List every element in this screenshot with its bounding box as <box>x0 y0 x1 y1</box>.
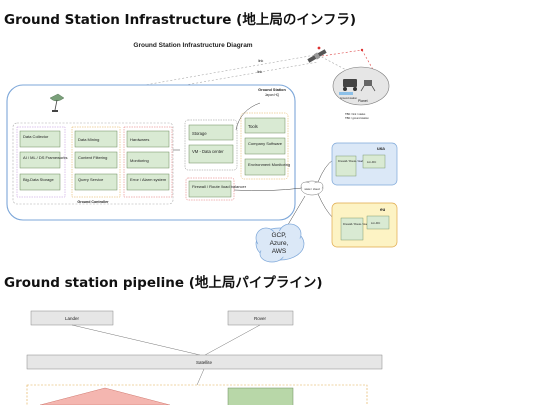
storage-box <box>188 124 234 141</box>
company-software-box <box>244 137 286 155</box>
usa-label: usa <box>377 146 385 151</box>
controller-col3-group <box>123 126 173 198</box>
tools-box <box>244 117 286 134</box>
connector-lines <box>173 102 261 151</box>
rover-to-sat-line <box>204 324 261 356</box>
lander-icon <box>360 80 376 92</box>
sat-link-label-2: link <box>257 70 263 74</box>
rover-node <box>227 310 294 326</box>
sat-down-line <box>196 368 205 386</box>
net-to-cloud-line <box>285 195 306 229</box>
company-software-label: Company Software <box>248 141 283 146</box>
big-data-box <box>19 173 61 191</box>
tools-label: Tools <box>248 124 258 129</box>
satellite-icon <box>307 49 327 63</box>
pipeline-green-block <box>227 387 294 405</box>
internet-label: www / cloud <box>304 187 320 191</box>
eu-firewall-box <box>340 217 364 241</box>
rover-icon <box>343 79 357 91</box>
satellite-label: Satellite <box>196 360 213 365</box>
internet-cloud-icon <box>300 180 324 196</box>
query-service-label: Query Service <box>78 177 104 182</box>
planet-label-ground: Ground station <box>340 96 358 100</box>
relay-icon <box>317 46 364 52</box>
error-alarm-box <box>126 173 170 191</box>
usa-dc-box <box>362 154 386 169</box>
ground-station-label: Ground Station <box>258 88 286 92</box>
monitoring-label: Monitoring <box>130 158 149 163</box>
content-filter-box <box>74 151 118 169</box>
controller-col3: Hardwares Monitoring Error / Alarm syste… <box>126 130 170 191</box>
query-service-box <box>74 173 118 191</box>
eu-dc-label: Lin-DC <box>371 221 381 225</box>
firewall-group <box>185 177 235 201</box>
eu-label: eu <box>380 207 386 212</box>
ground-station-tag <box>339 92 353 95</box>
public-cloud-icon <box>255 223 305 263</box>
env-monitoring-box <box>244 158 286 176</box>
net-to-eu-line <box>317 193 334 219</box>
ai-ml-label: AI / ML / DS Frameworks <box>23 155 68 160</box>
satellite-node <box>26 354 383 370</box>
lander-label: Lander <box>65 316 80 321</box>
usa-firewall-box <box>335 155 357 177</box>
sat-link-line-3 <box>317 54 351 73</box>
data-collector-box <box>19 130 61 148</box>
data-mining-label: Data Mining <box>78 137 99 142</box>
firewall-box <box>188 180 232 198</box>
firewall-label: Firewall / Route /load balancer <box>192 184 247 189</box>
datacenter-group <box>184 119 238 171</box>
error-alarm-label: Error / Alarm system <box>130 177 167 182</box>
tools-group <box>240 112 289 180</box>
usa-firewall-label: Firewall / Route / load balancer <box>338 159 374 163</box>
vm-box <box>188 144 234 164</box>
eu-dc-box <box>366 215 390 230</box>
cloud-label-azure: Azure, <box>270 240 289 247</box>
usa-dc-label: Lin-DC <box>367 160 377 164</box>
controller-col1: Data Collector AI / ML / DS Frameworks B… <box>19 130 68 191</box>
env-monitoring-label: Environment Monitoring <box>248 162 290 167</box>
cloud-label-gcp: GCP, <box>271 232 286 239</box>
ai-ml-box <box>19 151 61 169</box>
eu-firewall-label: Firewall / Route / load balancer <box>343 222 379 226</box>
infrastructure-heading: Ground Station Infrastructure (地上局のインフラ) <box>4 12 357 28</box>
big-data-label: Big-Data Storage <box>23 177 54 182</box>
legend-line-1: TBD / link / status <box>345 112 366 116</box>
lander-to-sat-line <box>71 324 201 356</box>
pipeline-heading: Ground station pipeline (地上局パイプライン) <box>4 275 323 291</box>
monitoring-box <box>126 151 170 169</box>
rover-label: Rover <box>254 316 267 321</box>
planet-circle <box>332 66 390 106</box>
sat-link-label-1: link <box>258 59 264 63</box>
content-filter-label: Content Filtering <box>78 155 107 160</box>
ground-station-sub: Japan HQ <box>265 93 280 97</box>
pipeline-pink-arrow <box>39 387 171 405</box>
planet-label: Planet <box>358 99 368 103</box>
antenna-dish-icon <box>49 93 65 112</box>
sat-link-line-4 <box>321 49 363 57</box>
vm-label: VM - Data center <box>192 149 224 154</box>
hardwares-box <box>126 130 170 148</box>
controller-col2-group <box>71 126 121 198</box>
data-collector-label: Data Collector <box>23 134 49 139</box>
sat-link-line-1 <box>59 54 316 101</box>
storage-label: Storage <box>192 131 207 136</box>
cloud-label-aws: AWS <box>272 248 287 255</box>
ground-controller-label: Ground Controller <box>77 200 109 204</box>
diagram-title: Ground Station Infrastructure Diagram <box>133 42 252 49</box>
hardwares-label: Hardwares <box>130 137 149 142</box>
net-to-usa-line <box>317 159 334 183</box>
controller-col1-group <box>16 126 66 198</box>
legend-line-2: TBD / ground station <box>345 116 369 120</box>
data-mining-box <box>74 130 118 148</box>
controller-col2: Data Mining Content Filtering Query Serv… <box>74 130 118 191</box>
firewall-to-net-line <box>233 187 303 191</box>
